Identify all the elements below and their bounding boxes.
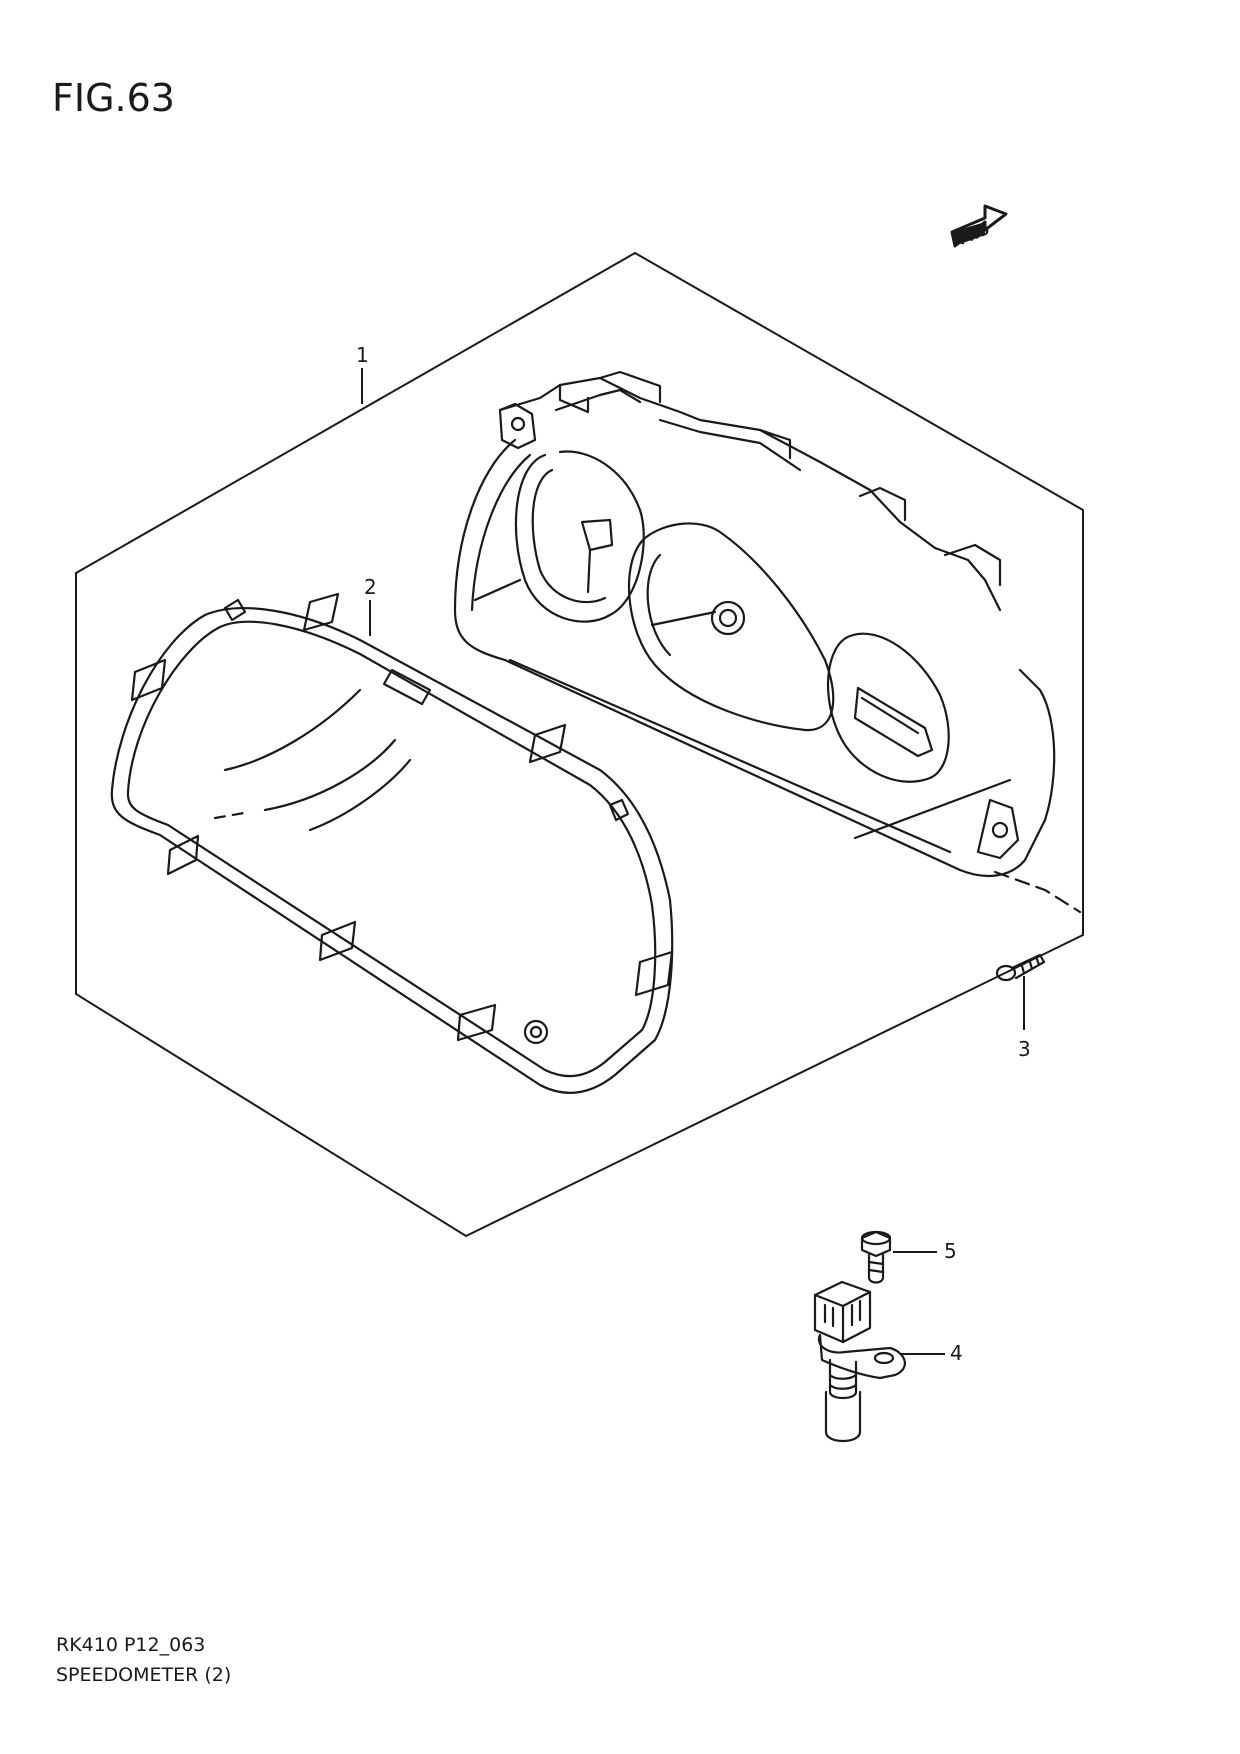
callout-2: 2 bbox=[364, 575, 377, 599]
fwd-arrow-icon: FWD bbox=[950, 204, 1008, 248]
callout-1: 1 bbox=[356, 343, 369, 367]
assembly-boundary bbox=[75, 251, 1084, 1238]
meter-cluster-assembly bbox=[453, 370, 1082, 914]
callout-3: 3 bbox=[1018, 1037, 1031, 1061]
model-code: RK410 P12_063 bbox=[56, 1634, 206, 1656]
figure-title: FIG.63 bbox=[52, 76, 175, 120]
screw bbox=[995, 953, 1046, 982]
section-name: SPEEDOMETER (2) bbox=[56, 1664, 232, 1686]
callout-4: 4 bbox=[950, 1341, 963, 1365]
speed-sensor bbox=[813, 1280, 906, 1443]
meter-cover bbox=[110, 592, 674, 1094]
callout-5: 5 bbox=[944, 1239, 957, 1263]
bolt bbox=[860, 1230, 892, 1284]
leader-lines bbox=[361, 368, 1025, 1355]
footer: RK410 P12_063 SPEEDOMETER (2) bbox=[56, 1630, 231, 1690]
